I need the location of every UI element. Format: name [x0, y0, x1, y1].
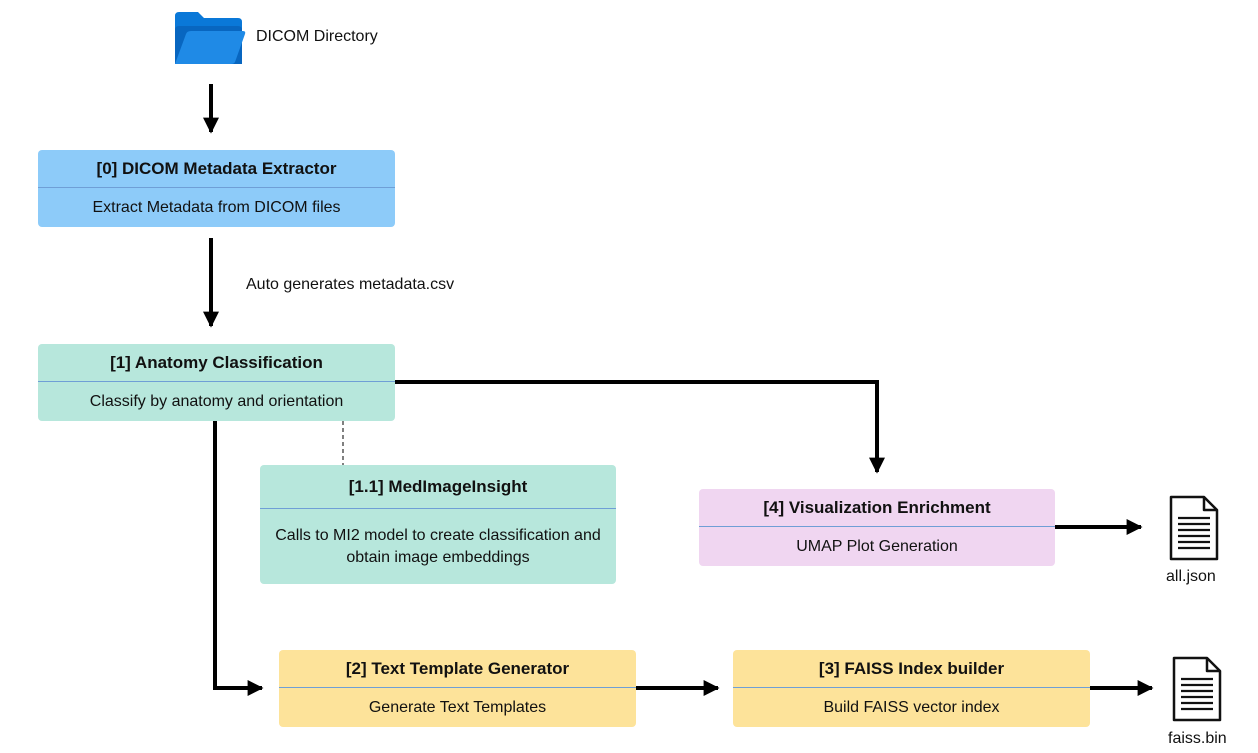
template-node[interactable]: [2] Text Template Generator Generate Tex… [279, 650, 636, 727]
anatomy-node[interactable]: [1] Anatomy Classification Classify by a… [38, 344, 395, 421]
template-title: [2] Text Template Generator [279, 650, 636, 688]
visualization-desc: UMAP Plot Generation [796, 537, 958, 555]
extractor-node[interactable]: [0] DICOM Metadata Extractor Extract Met… [38, 150, 395, 227]
visualization-node[interactable]: [4] Visualization Enrichment UMAP Plot G… [699, 489, 1055, 566]
medimage-desc: Calls to MI2 model to create classificat… [275, 526, 601, 566]
bin-output-label: faiss.bin [1168, 730, 1227, 747]
source-label: DICOM Directory [256, 28, 378, 45]
document-icon [1172, 656, 1222, 722]
anatomy-desc: Classify by anatomy and orientation [89, 392, 344, 410]
extractor-title: [0] DICOM Metadata Extractor [38, 150, 395, 188]
edge-label: Auto generates metadata.csv [246, 276, 455, 293]
visualization-title: [4] Visualization Enrichment [699, 489, 1055, 527]
anatomy-title: [1] Anatomy Classification [38, 344, 395, 382]
document-icon [1169, 495, 1219, 561]
json-output-label: all.json [1166, 568, 1216, 585]
folder-icon [175, 12, 246, 64]
faiss-node[interactable]: [3] FAISS Index builder Build FAISS vect… [733, 650, 1090, 727]
faiss-desc: Build FAISS vector index [823, 698, 1000, 716]
arrow-anatomy-to-template [213, 421, 264, 696]
arrow-anatomy-to-visualization [394, 380, 885, 474]
medimage-title: [1.1] MedImageInsight [260, 465, 616, 509]
extractor-desc: Extract Metadata from DICOM files [92, 198, 341, 216]
faiss-title: [3] FAISS Index builder [733, 650, 1090, 688]
template-desc: Generate Text Templates [368, 698, 547, 716]
medimage-node[interactable]: [1.1] MedImageInsight Calls to MI2 model… [260, 465, 616, 584]
